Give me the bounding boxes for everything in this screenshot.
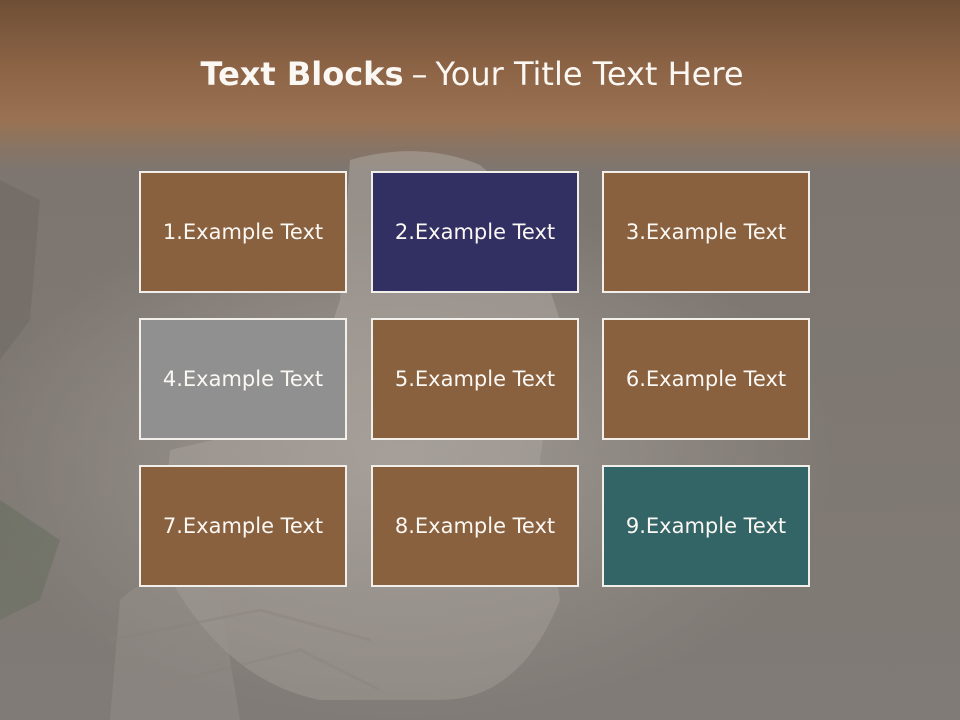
text-block-6[interactable]: 6.Example Text [602, 318, 810, 440]
title-bold-part: Text Blocks [200, 55, 404, 93]
text-block-label: 9.Example Text [625, 514, 787, 538]
text-block-3[interactable]: 3.Example Text [602, 171, 810, 293]
title-rest: Your Title Text Here [435, 55, 744, 93]
text-block-label: 3.Example Text [625, 220, 787, 244]
text-block-label: 2.Example Text [394, 220, 556, 244]
text-block-label: 1.Example Text [162, 220, 324, 244]
title-dash: – [411, 55, 428, 93]
slide-title: Text Blocks–Your Title Text Here [0, 54, 944, 94]
text-block-label: 5.Example Text [394, 367, 556, 391]
text-block-4[interactable]: 4.Example Text [139, 318, 347, 440]
text-block-label: 6.Example Text [625, 367, 787, 391]
text-block-label: 4.Example Text [162, 367, 324, 391]
text-block-2[interactable]: 2.Example Text [371, 171, 579, 293]
text-block-label: 8.Example Text [394, 514, 556, 538]
text-block-1[interactable]: 1.Example Text [139, 171, 347, 293]
text-block-8[interactable]: 8.Example Text [371, 465, 579, 587]
text-block-7[interactable]: 7.Example Text [139, 465, 347, 587]
text-block-5[interactable]: 5.Example Text [371, 318, 579, 440]
text-block-9[interactable]: 9.Example Text [602, 465, 810, 587]
text-block-label: 7.Example Text [162, 514, 324, 538]
